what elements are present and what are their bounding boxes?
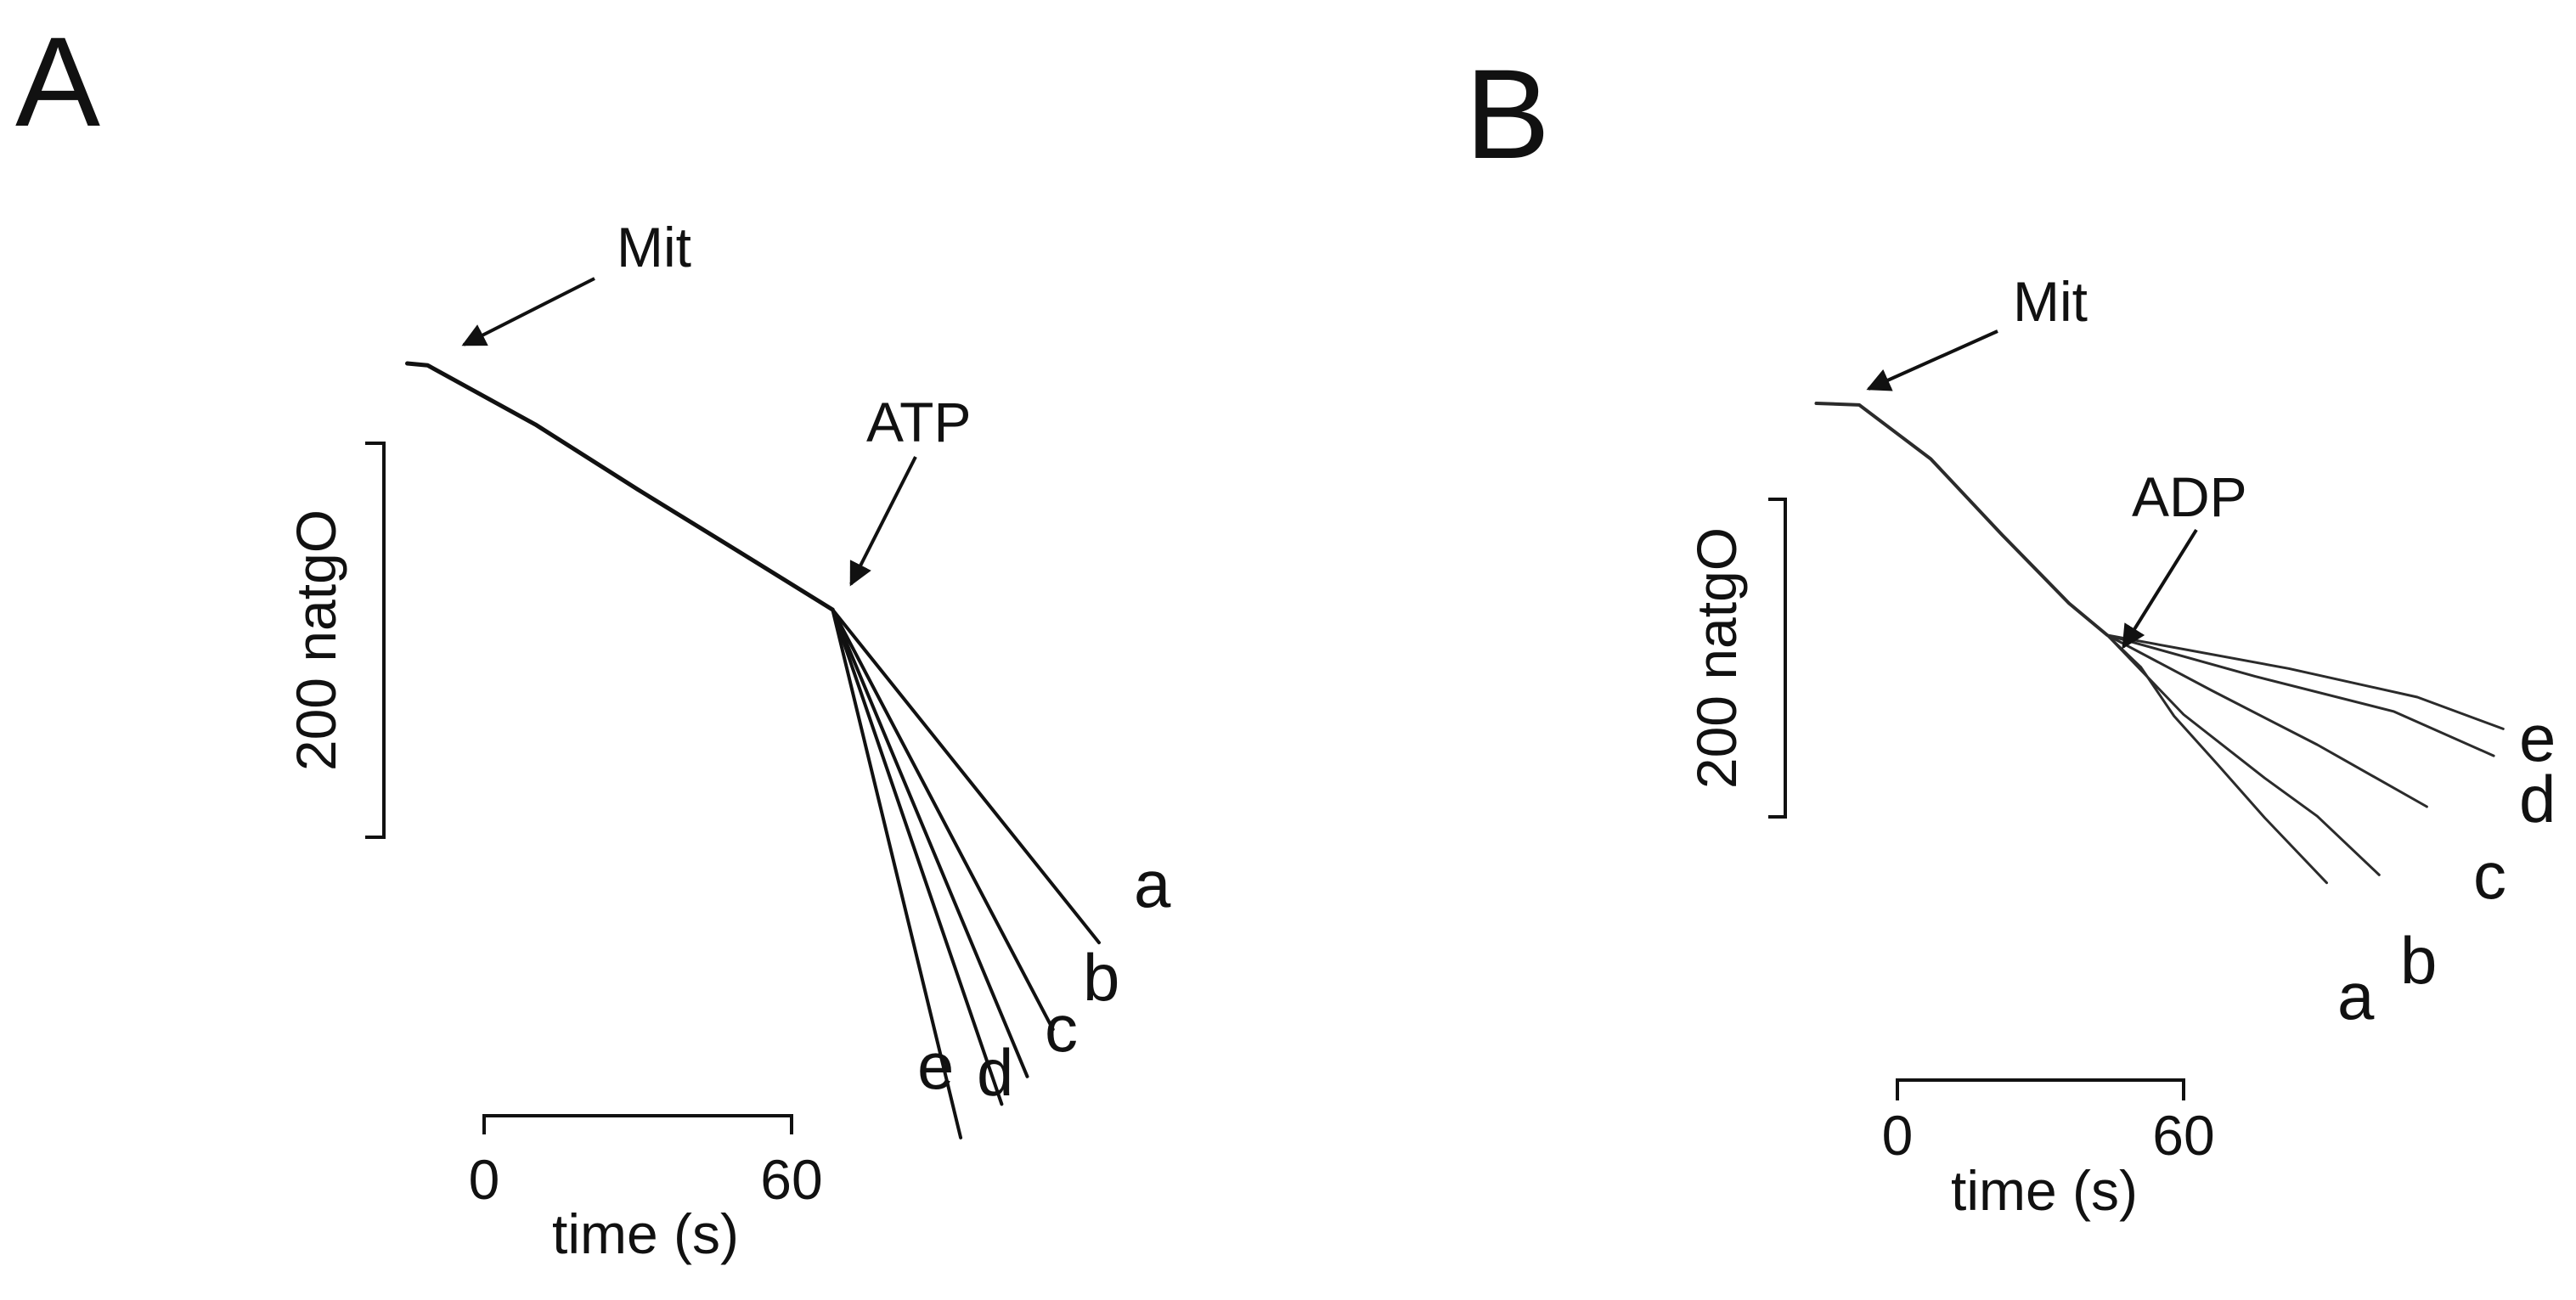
panel-letter-a: A	[15, 10, 100, 153]
traces-b	[1814, 402, 2505, 885]
curve-label-c-a: c	[1045, 991, 1078, 1066]
trace-a	[2105, 633, 2328, 885]
curve-label-c-b: c	[2473, 838, 2506, 913]
baseline-trace	[405, 361, 835, 612]
time-bar-b	[1896, 1078, 2185, 1100]
time-tick-60-a: 60	[760, 1148, 822, 1211]
trace-c	[2105, 633, 2428, 808]
time-axis-label-b: time (s)	[1951, 1159, 2138, 1222]
curve-label-b-a: b	[1083, 940, 1119, 1015]
time-axis-label-a: time (s)	[552, 1202, 739, 1265]
trace-b	[2105, 633, 2381, 876]
trace-e	[2105, 633, 2505, 730]
curve-label-e-b: e	[2519, 701, 2556, 775]
mit-label-a: Mit	[617, 216, 691, 279]
traces-a	[405, 361, 1101, 1140]
trace-b	[831, 608, 1055, 1032]
adp-label-b: ADP	[2132, 465, 2247, 528]
baseline-trace	[1814, 402, 2110, 637]
scale-bar-label-b: 200 natgO	[1685, 527, 1748, 789]
atp-arrow-a	[849, 456, 917, 587]
scale-bar-a	[365, 442, 386, 839]
curve-label-d-a: d	[977, 1035, 1013, 1110]
curve-label-a-a: a	[1134, 847, 1171, 921]
trace-d	[2105, 633, 2495, 757]
mit-arrow-b	[1866, 329, 1998, 391]
time-tick-0-a: 0	[469, 1148, 500, 1211]
scale-bar-label-a: 200 natgO	[285, 509, 347, 771]
adp-arrow-b	[2122, 528, 2198, 650]
trace-e	[831, 608, 963, 1140]
mit-arrow-a	[461, 277, 595, 346]
curve-label-e-a: e	[917, 1028, 954, 1103]
scale-bar-b	[1768, 498, 1787, 819]
trace-c	[831, 608, 1029, 1078]
time-tick-60-b: 60	[2152, 1104, 2214, 1167]
time-bar-a	[482, 1114, 793, 1134]
panel-b: B 200 natgO 0 60 time (s) Mit ADP a b c …	[1465, 42, 2556, 1222]
curve-label-a-b: a	[2337, 959, 2375, 1033]
trace-d	[831, 608, 1004, 1106]
atp-label-a: ATP	[866, 391, 971, 453]
curve-label-d-b: d	[2519, 762, 2556, 836]
time-tick-0-b: 0	[1882, 1104, 1914, 1167]
panel-letter-b: B	[1465, 42, 1550, 185]
panel-a: A 200 natgO 0 60 time (s) Mit ATP a b c …	[15, 10, 1171, 1265]
mit-label-b: Mit	[2013, 270, 2088, 333]
trace-a	[831, 608, 1101, 945]
curve-label-b-b: b	[2400, 923, 2437, 998]
